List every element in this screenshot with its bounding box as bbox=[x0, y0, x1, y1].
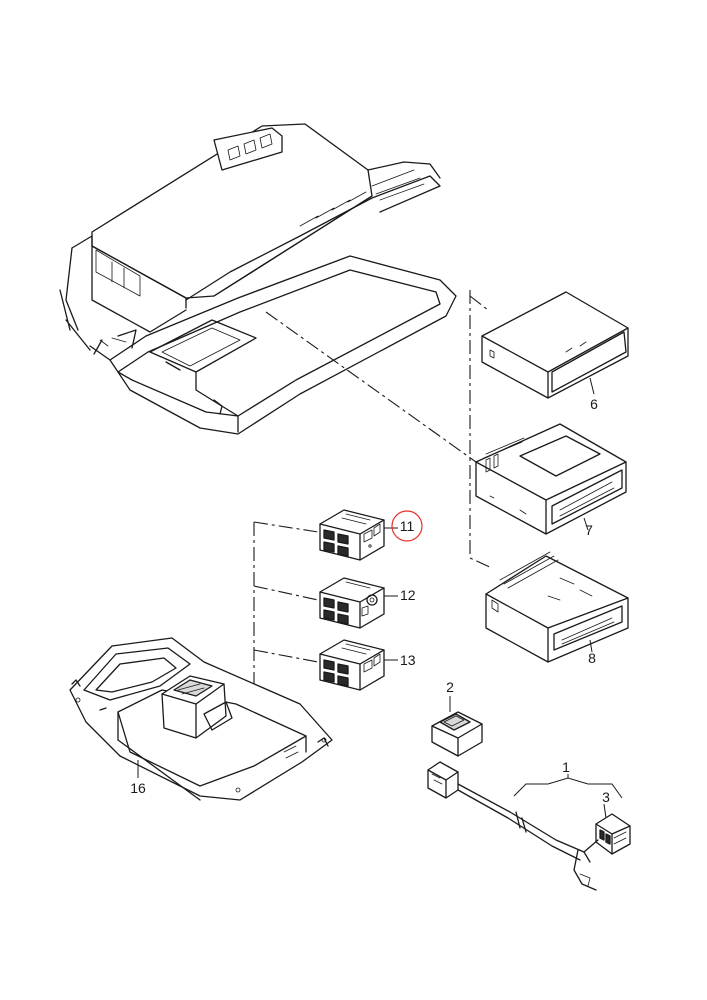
part-12-switch-module bbox=[319, 577, 398, 629]
part-16-console-tray bbox=[69, 637, 333, 801]
callout-bracket-1 bbox=[513, 774, 623, 819]
callout-13[interactable]: 13 bbox=[400, 652, 416, 668]
callout-2[interactable]: 2 bbox=[446, 679, 454, 695]
part-11-switch-module bbox=[319, 509, 398, 561]
callout-7[interactable]: 7 bbox=[585, 522, 593, 538]
part-1-wiring-harness bbox=[427, 761, 631, 891]
callout-12[interactable]: 12 bbox=[400, 587, 416, 603]
callout-3[interactable]: 3 bbox=[602, 789, 610, 805]
callout-11-highlight-circle bbox=[391, 510, 423, 542]
callout-1[interactable]: 1 bbox=[562, 759, 570, 775]
callout-11[interactable]: 11 bbox=[400, 518, 415, 534]
part-2-connector-cap bbox=[431, 696, 483, 757]
callout-16[interactable]: 16 bbox=[130, 780, 146, 796]
glove-box-assembly bbox=[59, 123, 457, 435]
part-7-media-unit bbox=[475, 423, 627, 535]
part-13-switch-module bbox=[319, 639, 398, 691]
callout-8[interactable]: 8 bbox=[588, 650, 596, 666]
part-6-installation-frame bbox=[481, 291, 629, 399]
part-8-media-unit bbox=[485, 551, 629, 663]
callout-6[interactable]: 6 bbox=[590, 396, 598, 412]
